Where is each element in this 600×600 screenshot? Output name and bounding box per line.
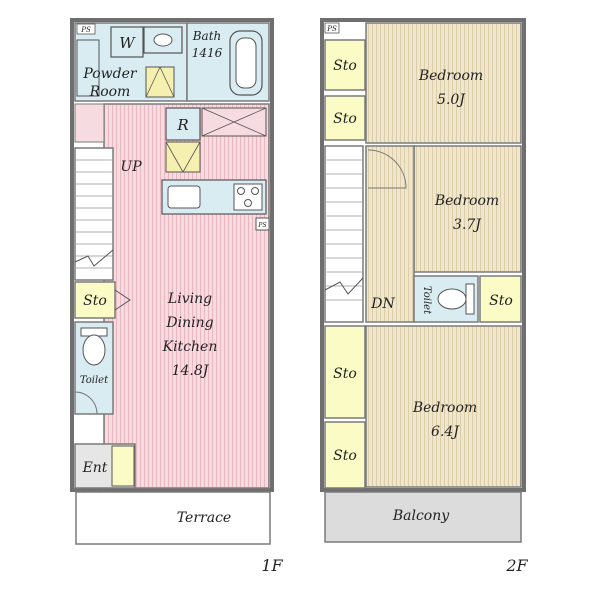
ps-2f-box — [324, 22, 340, 34]
bedroom-1-size: 5.0J — [437, 92, 466, 108]
ps-2f-label: PS — [326, 25, 337, 33]
bath-label-1: Bath — [192, 29, 222, 43]
pantry-box — [165, 141, 201, 173]
storage-2f-1-box — [324, 39, 366, 91]
ps-kitchen-box — [255, 217, 270, 231]
bedroom-2-floor — [413, 145, 522, 273]
storage-1f-label: Sto — [83, 293, 107, 309]
stair-2f-break-line — [324, 277, 364, 295]
hall-pink — [74, 103, 105, 143]
terrace-area — [75, 491, 271, 545]
ldk-label-2: Dining — [165, 315, 213, 331]
storage-2f-5-box — [324, 421, 366, 489]
bedroom-2-name: Bedroom — [434, 193, 499, 209]
shoe-cabinet — [111, 445, 135, 487]
floor-1-plan: PS W Powder Room Bath 1416 R UP PS Sto L… — [70, 18, 284, 575]
storage-1f-door-icon — [114, 289, 131, 311]
stairs-2f — [324, 145, 364, 323]
storage-2f-4-box — [324, 325, 366, 419]
washer-box — [110, 26, 144, 58]
ps-kitchen-label: PS — [257, 222, 266, 229]
storage-2f-2-label: Sto — [333, 111, 357, 127]
toilet-2f-label: Toilet — [421, 286, 432, 315]
storage-2f-4-label: Sto — [333, 366, 357, 382]
floor-2-plan: PS Sto Sto Bedroom 5.0J Bedroom 3.7J DN … — [320, 18, 529, 575]
stairs-1f — [74, 147, 114, 281]
hall-door-icon — [367, 149, 407, 189]
hall-2f-floor — [365, 145, 415, 323]
sink-basin-icon — [153, 33, 173, 47]
floor-2-label: 2F — [505, 556, 528, 575]
ldk-label-3: Kitchen — [162, 339, 218, 355]
toilet-1f-bowl-icon — [82, 334, 106, 366]
bedroom-3-floor — [365, 325, 522, 488]
floor-1-label: 1F — [261, 556, 283, 575]
toilet-1f-door-icon — [74, 391, 98, 415]
balcony-area — [324, 491, 522, 543]
powder-storage-box — [145, 66, 175, 98]
stairs-up-label: UP — [120, 159, 142, 175]
entrance-label: Ent — [82, 460, 108, 476]
powder-room-label-1: Powder — [82, 66, 138, 82]
storage-2f-5-label: Sto — [333, 448, 357, 464]
bath-label-2: 1416 — [192, 46, 223, 60]
balcony-label: Balcony — [392, 508, 450, 524]
storage-2f-2-box — [324, 95, 366, 141]
refrigerator-label: R — [176, 116, 188, 134]
bedroom-2-size: 3.7J — [453, 217, 482, 233]
bedroom-1-name: Bedroom — [418, 68, 483, 84]
ldk-label-4: 14.8J — [172, 363, 210, 379]
bedroom-3-size: 6.4J — [431, 424, 460, 440]
stairs-down-label: DN — [370, 296, 395, 312]
kitchen-sink-icon — [167, 185, 201, 209]
toilet-2f-tank — [465, 283, 475, 315]
toilet-1f-room — [74, 321, 114, 415]
refrigerator-box — [165, 107, 201, 141]
toilet-2f-bowl-icon — [437, 288, 467, 310]
washer-label: W — [119, 34, 136, 52]
storage-1f-box — [74, 281, 116, 319]
storage-2f-3-label: Sto — [489, 293, 513, 309]
storage-2f-3-box — [479, 275, 522, 323]
storage-2f-1-label: Sto — [333, 58, 357, 74]
ps-top-box — [76, 23, 96, 35]
bathtub-inner — [235, 37, 257, 89]
entry-cabinet — [76, 39, 100, 97]
terrace-label: Terrace — [177, 510, 231, 526]
stair-break-line — [74, 249, 114, 267]
ps-top-label: PS — [80, 26, 91, 34]
ldk-label-1: Living — [167, 291, 212, 307]
bedroom-1-floor — [365, 22, 522, 144]
toilet-1f-label: Toilet — [80, 375, 109, 386]
bedroom-3-name: Bedroom — [412, 400, 477, 416]
powder-room-label-2: Room — [89, 84, 131, 100]
